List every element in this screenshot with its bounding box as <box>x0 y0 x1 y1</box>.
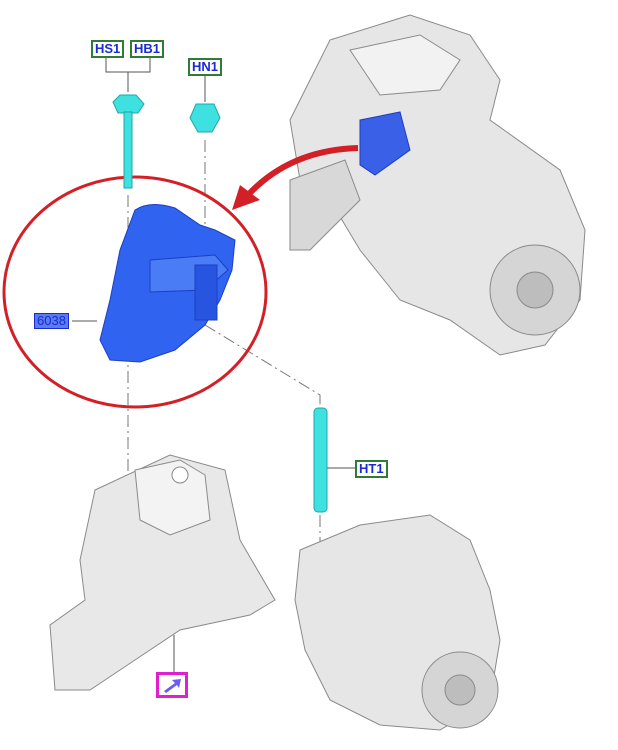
stud-icon <box>313 407 328 513</box>
callout-hb1[interactable]: HB1 <box>130 40 165 58</box>
engine-icon <box>294 514 501 731</box>
callout-hn1[interactable]: HN1 <box>188 58 223 76</box>
callout-part-6038[interactable]: 6038 <box>34 313 69 329</box>
curved-arrow-icon <box>232 145 359 210</box>
body-frame-rail-icon <box>49 454 276 691</box>
engine-mount-icon <box>99 204 236 363</box>
reference-link[interactable] <box>156 672 188 698</box>
reference-arrow-icon <box>164 679 181 693</box>
callout-ht1[interactable]: HT1 <box>355 460 388 478</box>
engine-icon <box>289 14 586 356</box>
callout-hs1[interactable]: HS1 <box>91 40 125 58</box>
nut-icon <box>189 103 221 133</box>
highlight-circle <box>2 175 268 409</box>
bolt-icon <box>112 94 145 189</box>
